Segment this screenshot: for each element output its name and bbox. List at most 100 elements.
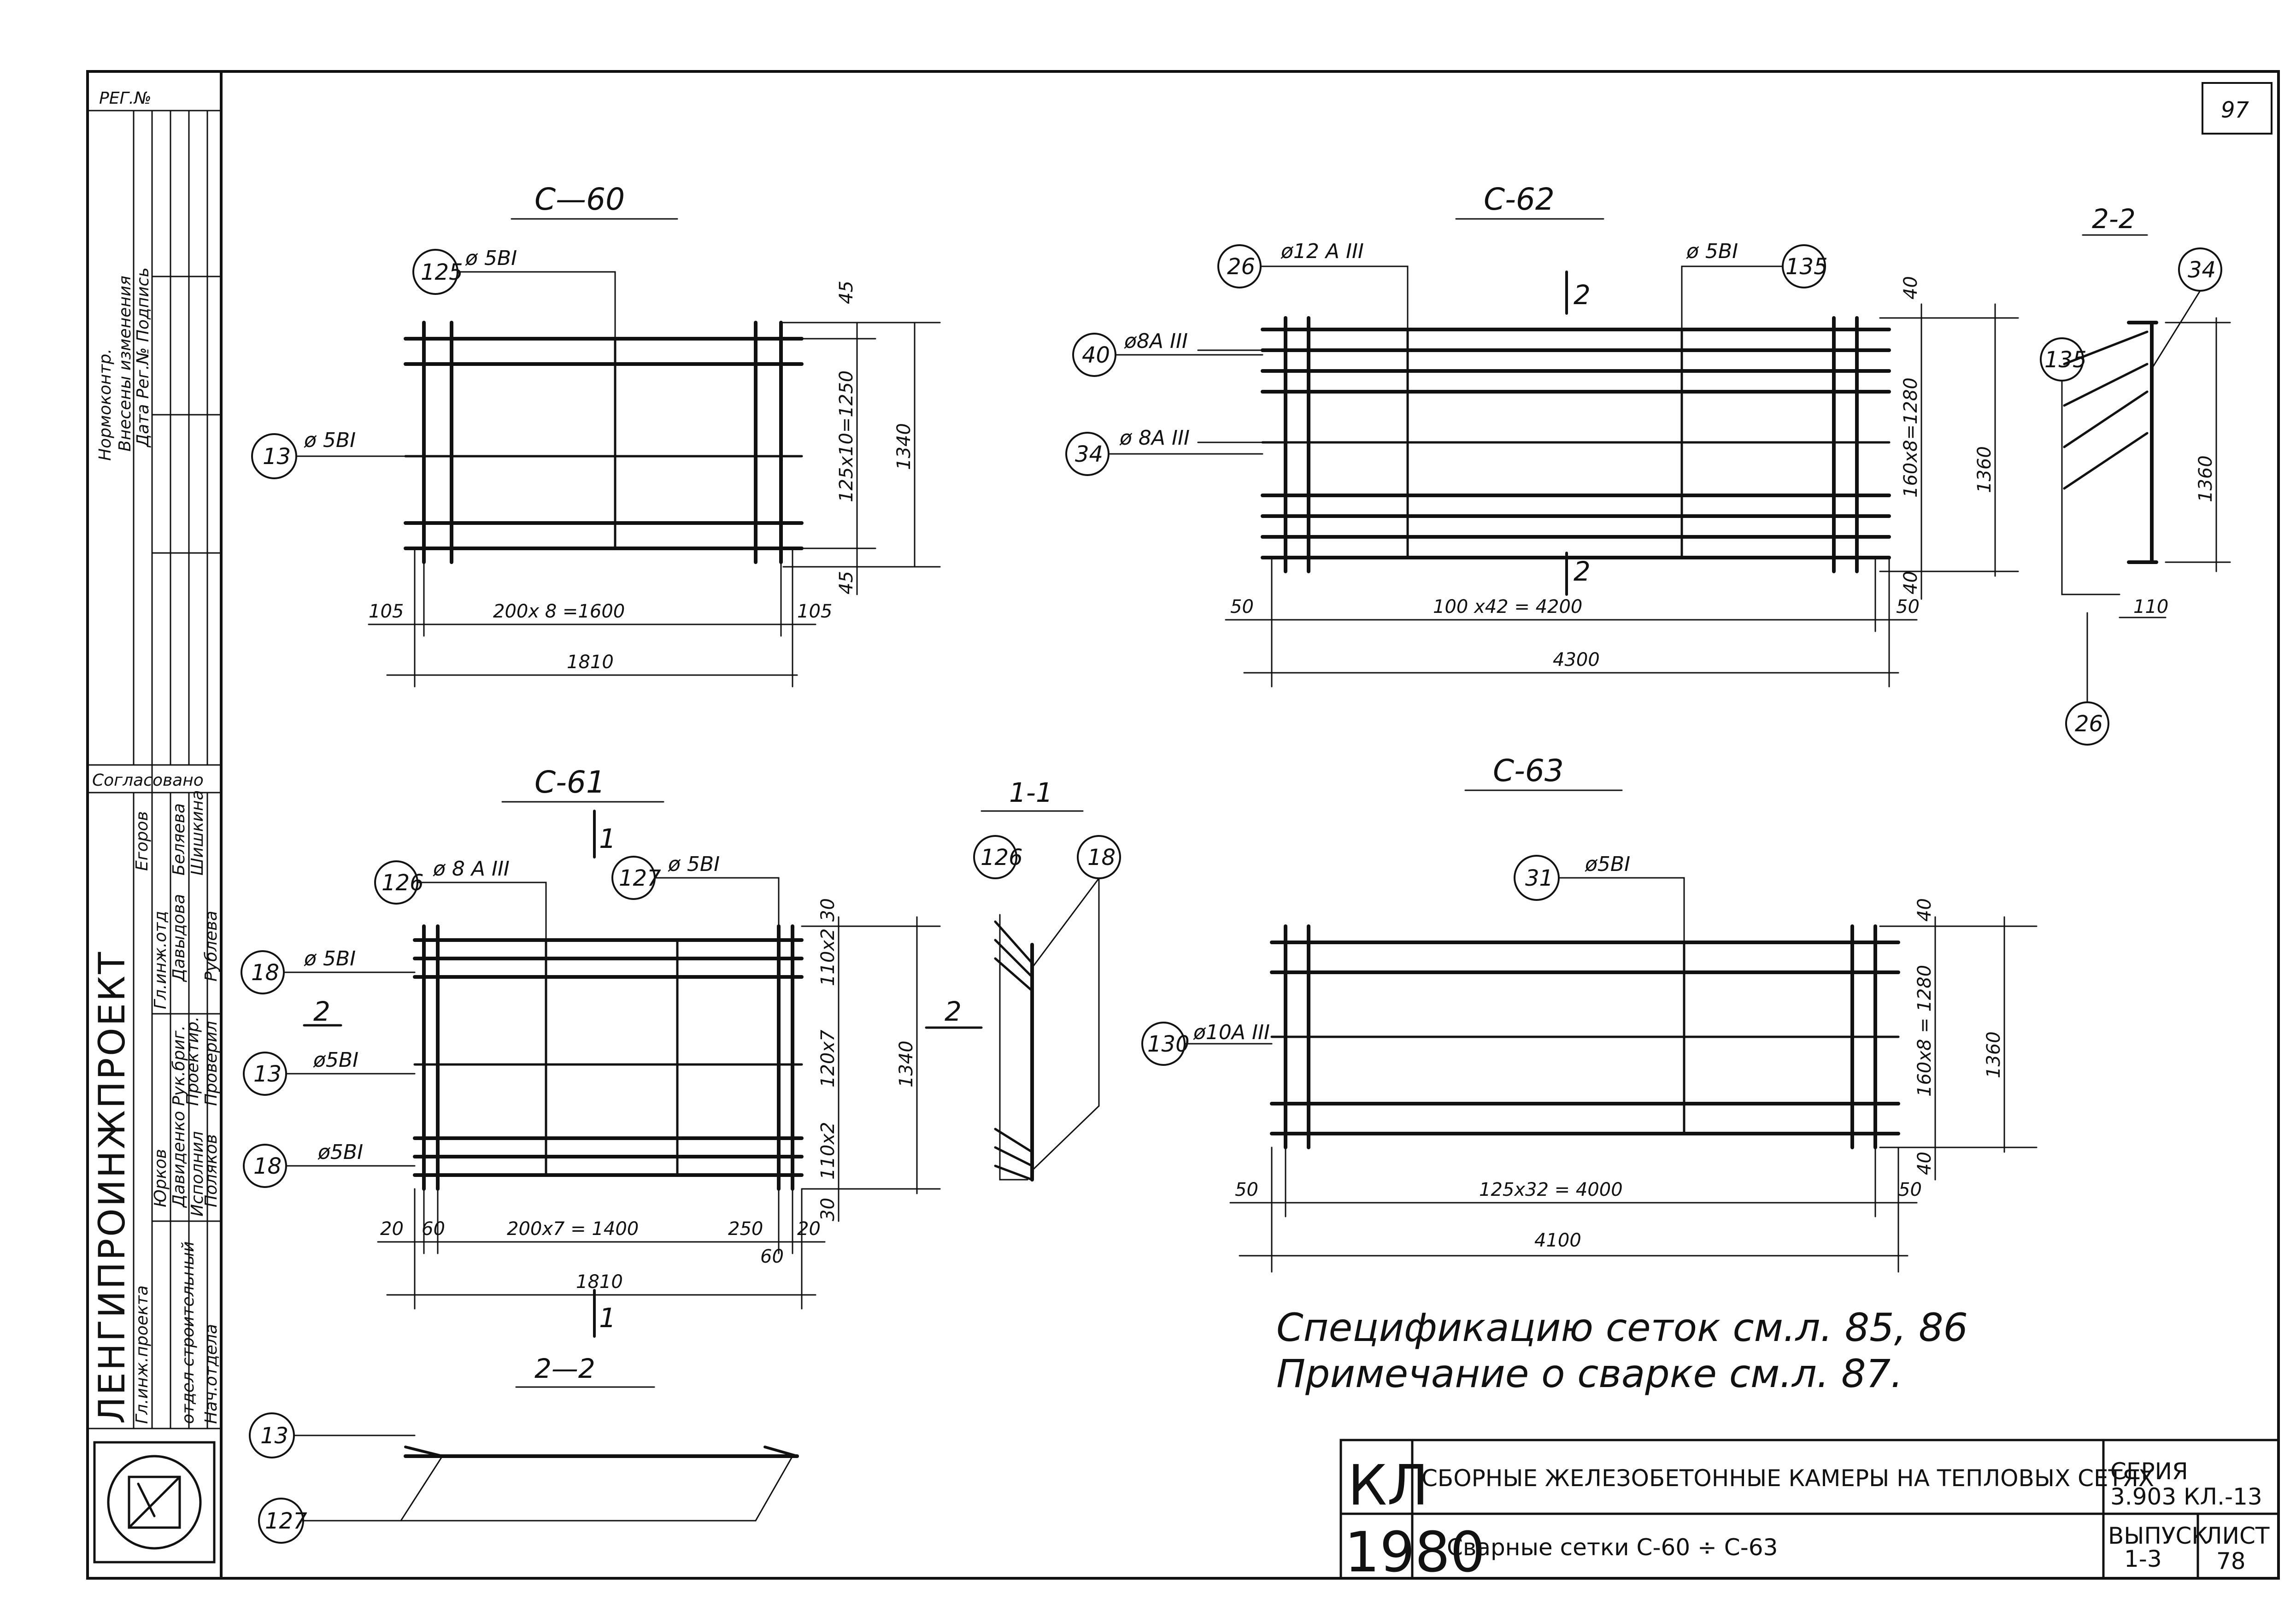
section-2-2-bottom	[249, 1386, 799, 1544]
c63-dim-r50: 50	[1898, 1179, 1922, 1200]
c63-dim-t40: 40	[1914, 898, 1935, 922]
s22a-callout-34: 34	[2188, 257, 2216, 283]
stamp-cols: Дата Рег.№ Подпись	[134, 267, 153, 448]
c61-dim-t110: 110х2	[817, 929, 839, 986]
c61-callout-127: 127	[619, 865, 661, 891]
c62-callout-34: 34	[1075, 441, 1103, 467]
c63-dim-h: 1360	[1983, 1031, 2004, 1078]
tb-series-label: СЕРИЯ	[2110, 1458, 2188, 1485]
stamp-norm: Нормоконтр.	[96, 348, 115, 461]
c62-dim-span: 100 х42 = 4200	[1433, 596, 1582, 617]
s11-mark-2: 2	[945, 996, 962, 1027]
c60-dim-l105: 105	[369, 601, 404, 622]
c62-callout-135: 135	[1785, 254, 1828, 280]
page-number-box	[2202, 82, 2273, 135]
stamp-agreed: Согласовано	[92, 771, 204, 790]
side-stamp	[87, 110, 222, 1564]
c62-dim-b40: 40	[1900, 571, 1921, 594]
stamp-role-7: Гл.инж.проекта	[133, 1285, 152, 1424]
s11-callout-18: 18	[1087, 845, 1116, 870]
s22a-dim-h: 1360	[2195, 455, 2216, 502]
c62-dim-mid: 160х8=1280	[1900, 377, 1921, 498]
c60-dim-h: 1340	[893, 423, 915, 470]
mesh-c62	[1065, 218, 2019, 688]
c63-bar-130: ø10А III	[1193, 1021, 1270, 1044]
c61-callout-18a: 18	[251, 960, 279, 986]
c60-dim-span: 200х 8 =1600	[493, 601, 625, 622]
c61-dim-b110: 110х2	[817, 1122, 839, 1180]
c61-dim-r20: 20	[797, 1218, 821, 1240]
c63-dim-span: 125х32 = 4000	[1479, 1179, 1623, 1200]
c61-dim-total: 1810	[576, 1271, 623, 1293]
c60-callout-125: 125	[421, 259, 463, 285]
c60-dim-r105: 105	[797, 601, 832, 622]
c63-dim-b40: 40	[1914, 1152, 1935, 1175]
stamp-role-8: отдел строительный	[179, 1241, 198, 1424]
c62-bar-40: ø8А III	[1124, 329, 1188, 353]
s22b-title: 2—2	[534, 1353, 595, 1384]
tb-sheet-value: 78	[2216, 1548, 2246, 1575]
c61-cut-bottom: 1	[599, 1302, 616, 1334]
title-block	[1339, 1439, 2280, 1580]
c61-bar-126: ø 8 А III	[433, 857, 510, 881]
stamp-role-3: Проектир.	[183, 1016, 202, 1106]
tb-sheet-title: Сварные сетки С-60 ÷ С-63	[1447, 1534, 1778, 1561]
c61-cut-top: 1	[599, 823, 616, 854]
stamp-changes: Внесены изменения	[116, 276, 135, 452]
c62-dim-t40: 40	[1900, 276, 1921, 300]
c61-bar-18a: ø 5ВI	[304, 947, 356, 970]
tb-sheet-label: ЛИСТ	[2205, 1523, 2270, 1549]
mesh-c61	[241, 801, 941, 1338]
stamp-reg-label: РЕГ.№	[99, 89, 151, 108]
s11-callout-126: 126	[981, 845, 1023, 870]
c62-dim-r50: 50	[1896, 596, 1920, 617]
c62-dim-h: 1360	[1974, 446, 1995, 493]
c62-bar-34: ø 8А III	[1119, 426, 1190, 450]
c61-bar-13: ø5ВI	[313, 1048, 358, 1072]
c60-bar-top: ø 5ВI	[465, 247, 517, 270]
c62-cut-top: 2	[1574, 279, 1591, 311]
c60-dim-mid: 125х10=1250	[836, 370, 857, 502]
stamp-role-6: Нач.отдела	[202, 1324, 221, 1424]
stamp-person-6: Юрков	[151, 1149, 170, 1207]
c61-dim-span: 200х7 = 1400	[507, 1218, 639, 1240]
c61-mark-2: 2	[313, 996, 330, 1027]
mesh-c60	[251, 218, 941, 688]
tb-project: СБОРНЫЕ ЖЕЛЕЗОБЕТОННЫЕ КАМЕРЫ НА ТЕПЛОВЫ…	[1421, 1465, 2154, 1492]
c61-dim-t30: 30	[817, 898, 839, 922]
c63-callout-31: 31	[1525, 865, 1553, 891]
page-number: 97	[2221, 97, 2249, 123]
c61-dim-l60: 60	[422, 1218, 445, 1240]
s22a-callout-135: 135	[2044, 347, 2087, 373]
c60-dim-bot45: 45	[836, 571, 857, 594]
c62-callout-26: 26	[1227, 254, 1255, 280]
mesh-c63	[1141, 789, 2038, 1273]
section-2-2-right	[2040, 234, 2231, 746]
c61-bar-127: ø 5ВI	[668, 853, 720, 876]
c61-dim-b30: 30	[817, 1198, 839, 1221]
c61-callout-13: 13	[253, 1061, 282, 1087]
stamp-person-8: Поляков	[202, 1134, 221, 1207]
section-1-1	[925, 810, 1121, 1182]
c63-dim-total: 4100	[1534, 1230, 1581, 1251]
tb-code: КЛ	[1348, 1454, 1428, 1518]
stamp-org: ЛЕНГИПРОИНЖПРОЕКТ	[92, 950, 133, 1424]
c60-dim-total: 1810	[567, 652, 614, 673]
s22a-callout-26: 26	[2075, 711, 2103, 737]
stamp-role-5: Проверил	[202, 1021, 221, 1106]
c60-title: С—60	[534, 182, 625, 217]
s22a-title: 2-2	[2092, 203, 2136, 235]
tb-issue-label: ВЫПУСК	[2108, 1523, 2208, 1549]
s22b-callout-127: 127	[265, 1508, 307, 1534]
c63-dim-mid: 160х8 = 1280	[1914, 965, 1935, 1097]
c61-title: С-61	[534, 764, 605, 800]
tb-issue-value: 1-3	[2124, 1546, 2162, 1572]
c63-title: С-63	[1493, 753, 1564, 788]
tb-year: 1980	[1345, 1521, 1485, 1585]
stamp-person-7: Давиденко	[170, 1111, 188, 1208]
c61-dim-l20: 20	[380, 1218, 404, 1240]
c62-bar-26: ø12 А III	[1280, 240, 1364, 263]
sheet-frame	[86, 70, 2280, 1580]
c62-callout-40: 40	[1082, 342, 1110, 368]
s11-title: 1-1	[1009, 777, 1053, 808]
